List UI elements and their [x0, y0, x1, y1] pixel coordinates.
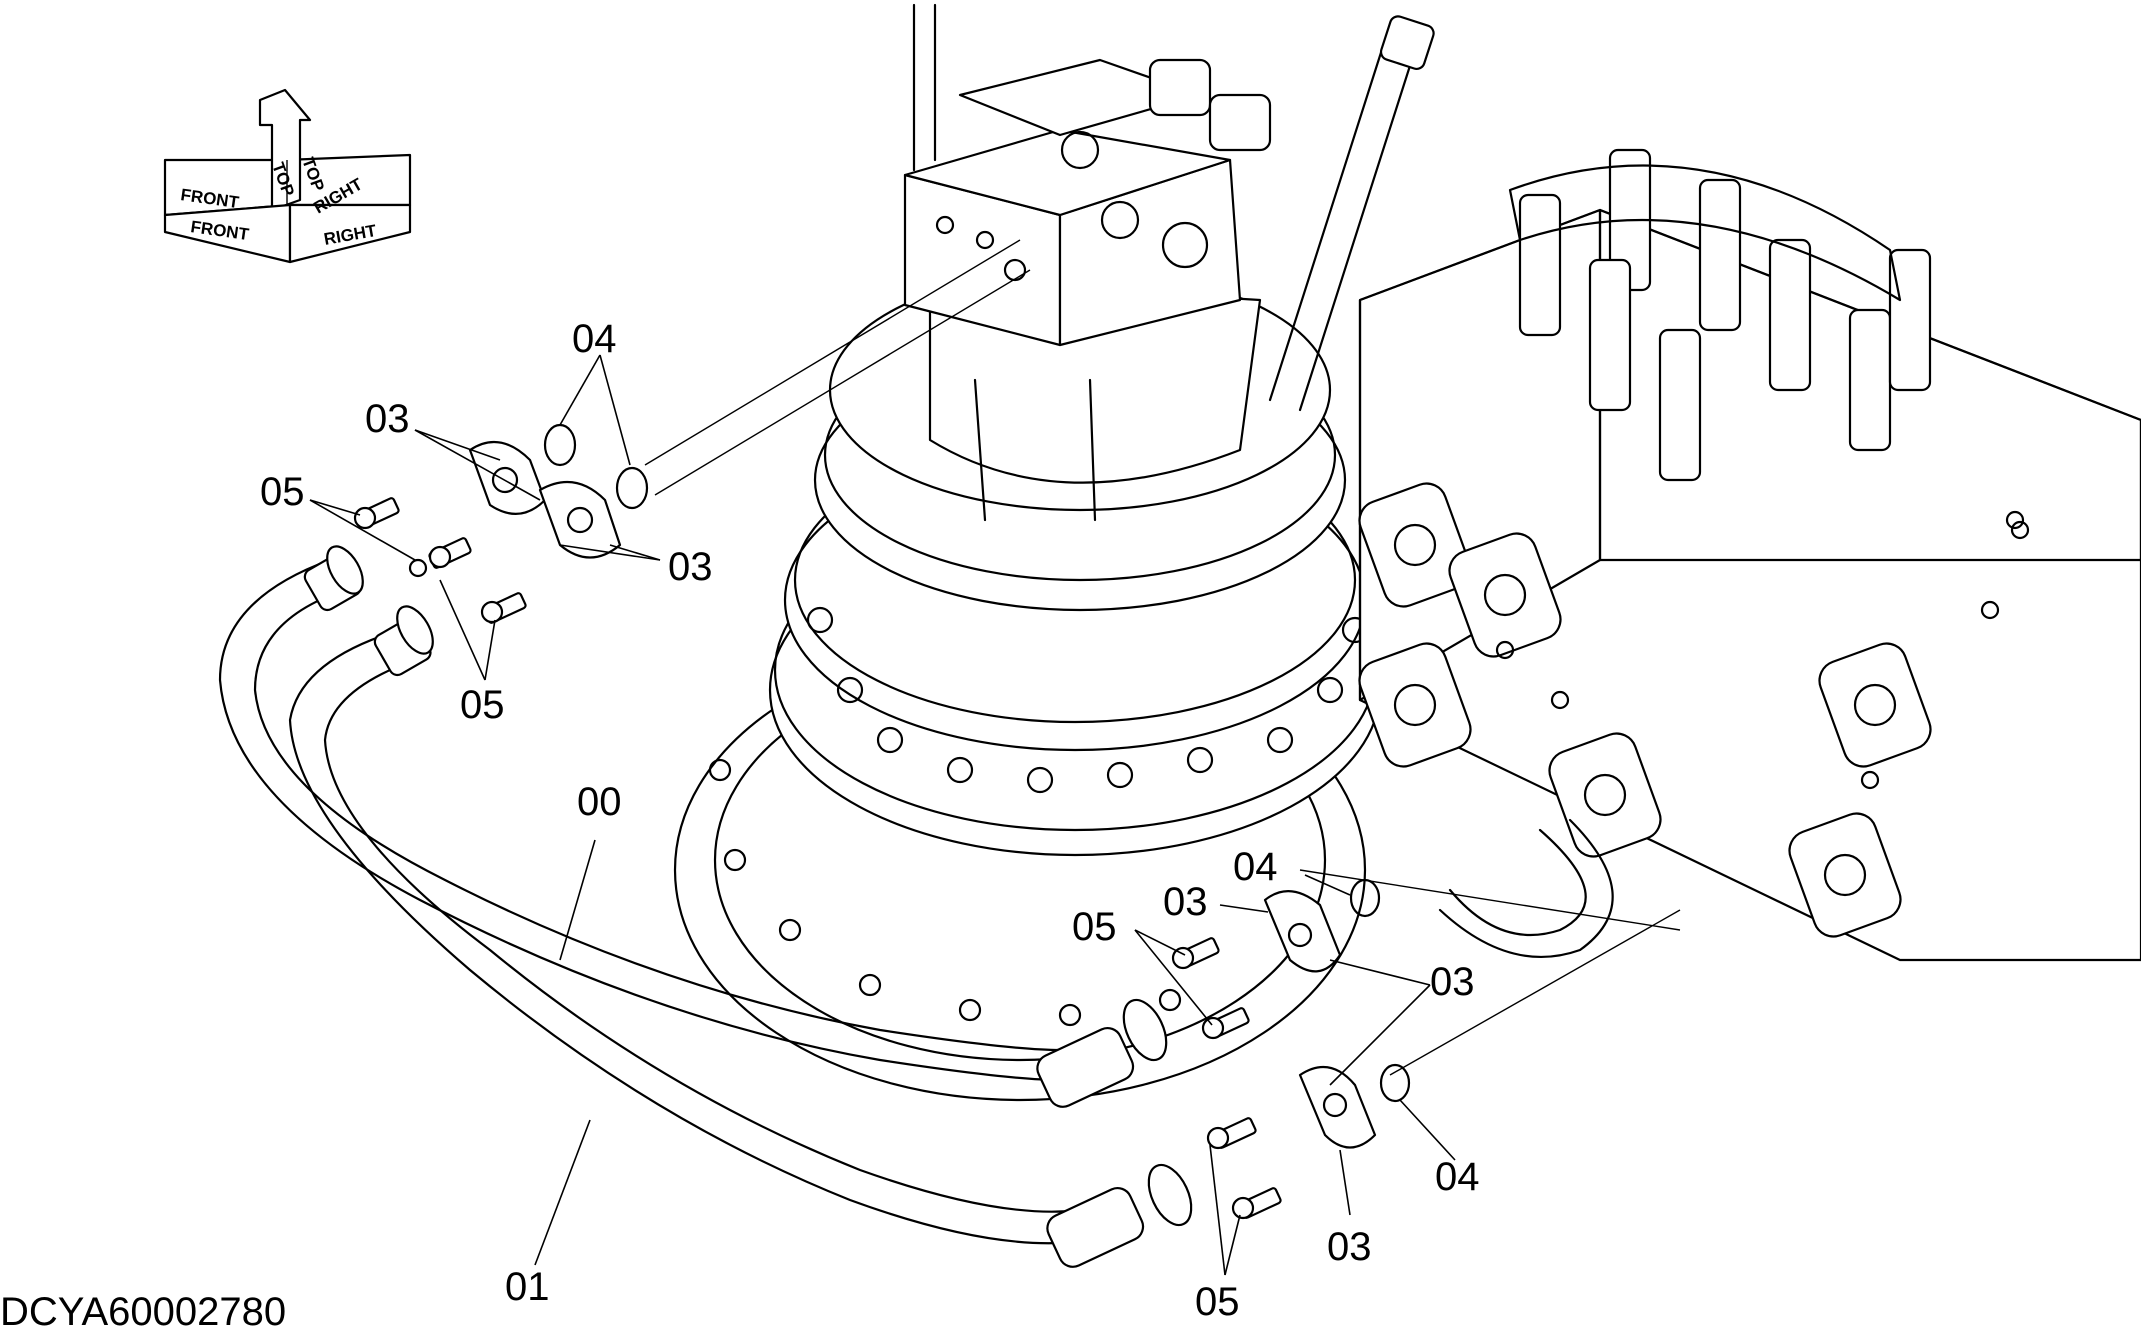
callout-04-top: 04 [572, 317, 617, 361]
leader-lines [309, 354, 1456, 1276]
lower-fitting-set [1171, 878, 1411, 1220]
document-id: DCYA60002780 [0, 1290, 286, 1334]
split-flange-lower-b [1298, 1065, 1377, 1149]
callout-05-left: 05 [260, 470, 305, 514]
orientation-indicator: FRONT FRONT TOP TOP RIGHT RIGHT [163, 88, 412, 264]
bolt-upper-b [428, 537, 472, 569]
callout-03-right: 03 [1430, 960, 1475, 1004]
washer-upper [408, 558, 428, 578]
callout-04-mid: 04 [1233, 845, 1278, 889]
split-flange-lower-a [1263, 890, 1342, 973]
split-flange-upper-a [468, 440, 547, 515]
hose-00 [218, 545, 1168, 1108]
callout-03-mid: 03 [1163, 880, 1208, 924]
bolt-lower-a [1171, 937, 1220, 970]
bolt-lower-c [1206, 1117, 1257, 1150]
o-ring-lower-a [1349, 878, 1381, 918]
callout-05-below: 05 [460, 683, 505, 727]
o-ring-lower-b [1379, 1063, 1411, 1103]
callout-00: 00 [577, 780, 622, 824]
hose-01 [288, 605, 1193, 1268]
callout-04-lower: 04 [1435, 1155, 1480, 1199]
bolt-lower-d [1231, 1187, 1282, 1220]
main-control-valve [1358, 148, 2141, 962]
o-ring-upper-b [615, 466, 649, 510]
callout-03-top-right: 03 [668, 545, 713, 589]
callout-03-lower: 03 [1327, 1225, 1372, 1269]
upper-fitting-set [353, 423, 649, 624]
callout-05-lower: 05 [1195, 1280, 1240, 1324]
o-ring-upper-a [543, 423, 577, 467]
gearbox-bolts [708, 606, 1369, 1027]
callout-labels: 04 03 05 03 05 00 01 04 03 05 03 04 03 0… [260, 317, 1480, 1324]
bolt-upper-c [480, 592, 527, 624]
callout-03-top-left: 03 [365, 397, 410, 441]
valve-ports [1358, 482, 1932, 938]
swing-motor [673, 3, 1435, 1102]
valve-spools [1518, 148, 1932, 482]
bolt-upper-a [353, 497, 400, 530]
split-flange-upper-b [538, 480, 622, 559]
callout-05-mid: 05 [1072, 905, 1117, 949]
callout-01: 01 [505, 1265, 550, 1309]
bolt-lower-b [1201, 1007, 1250, 1040]
